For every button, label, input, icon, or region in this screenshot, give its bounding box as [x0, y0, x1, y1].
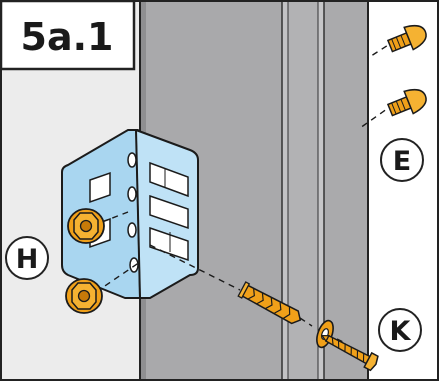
step-title-box: 5a.1: [0, 0, 136, 71]
carriage-bolt-icon: [386, 88, 427, 117]
callout-e-letter: E: [393, 146, 411, 177]
carriage-bolt-icon: [386, 24, 427, 53]
callout-h: H: [5, 236, 49, 280]
callout-h-letter: H: [16, 244, 39, 275]
step-title: 5a.1: [21, 15, 114, 59]
post-profile: [139, 0, 369, 381]
callout-k-letter: K: [390, 316, 412, 347]
angle-bracket: [61, 129, 199, 299]
callout-k: K: [378, 308, 422, 352]
flange-nut-icon: [67, 208, 105, 244]
wall-plug-icon: [237, 281, 302, 325]
wood-screw-icon: [320, 334, 379, 372]
flange-nut-icon: [65, 278, 103, 314]
callout-e: E: [380, 138, 424, 182]
